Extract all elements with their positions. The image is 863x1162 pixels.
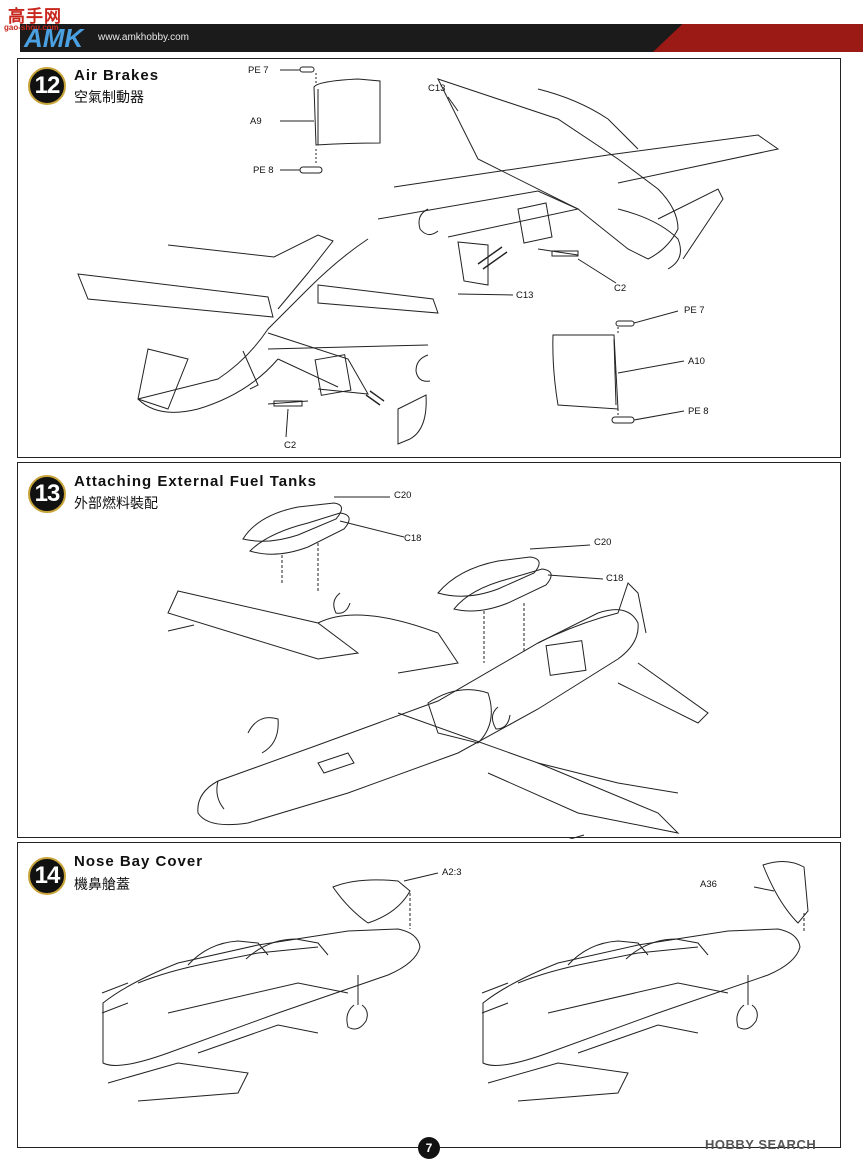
logo-chinese: 高手网 — [8, 7, 62, 27]
watermark: HOBBY SEARCH — [705, 1137, 817, 1152]
part-label-pe8: PE 8 — [253, 165, 274, 176]
step-13-panel: 13 Attaching External Fuel Tanks 外部燃料裝配 — [17, 462, 841, 839]
step-title: Attaching External Fuel Tanks — [74, 473, 317, 490]
part-label-c18: C18 — [606, 573, 624, 584]
step-subtitle: 機鼻艙蓋 — [74, 877, 130, 893]
page-number: 7 — [418, 1137, 440, 1159]
part-label-pe7: PE 7 — [684, 305, 705, 316]
step-14-panel: 14 Nose Bay Cover 機鼻艙蓋 A2:3 A36 — [17, 842, 841, 1148]
air-brakes-diagram — [77, 66, 780, 445]
step-number: 12 — [28, 67, 66, 105]
page-header: 高手网 gao-shou.com AMK www.amkhobby.com — [0, 0, 863, 58]
part-label-c20: C20 — [394, 490, 412, 501]
part-label-a36: A36 — [700, 879, 717, 890]
part-label-pe8: PE 8 — [688, 406, 709, 417]
part-label-c20: C20 — [594, 537, 612, 548]
part-label-c2: C2 — [284, 440, 297, 451]
nose-bay-cover-diagram — [101, 861, 809, 1102]
part-label-a9: A9 — [250, 116, 262, 127]
part-label-c13: C13 — [516, 290, 534, 301]
step-number: 13 — [28, 475, 66, 513]
part-label-c2: C2 — [614, 283, 627, 294]
fuel-tanks-diagram — [167, 496, 709, 839]
part-label-c13: C13 — [428, 83, 446, 94]
step-title: Nose Bay Cover — [74, 853, 204, 870]
step-title: Air Brakes — [74, 67, 160, 84]
part-label-pe7: PE 7 — [248, 65, 269, 76]
part-label-c18: C18 — [404, 533, 422, 544]
header-url[interactable]: www.amkhobby.com — [98, 32, 189, 43]
header-accent — [653, 24, 863, 52]
step-subtitle: 外部燃料裝配 — [74, 496, 158, 512]
step-number: 14 — [28, 857, 66, 895]
part-label-a10: A10 — [688, 356, 705, 367]
logo-site: gao-shou.com — [4, 23, 59, 32]
step-12-panel: 12 Air Brakes 空氣制動器 — [17, 58, 841, 458]
brand-logo: AMK — [24, 23, 84, 53]
part-label-a2-3: A2:3 — [442, 867, 462, 878]
step-subtitle: 空氣制動器 — [74, 90, 144, 106]
